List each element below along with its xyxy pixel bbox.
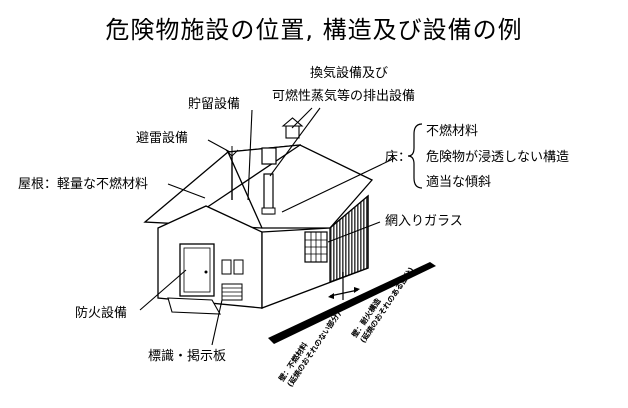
wired-glass-window: [304, 231, 328, 263]
door-step: [167, 297, 221, 315]
roof-ridge: [205, 144, 301, 209]
leader-lightning: [207, 139, 231, 153]
storage-equipment-label: 貯留設備: [188, 97, 241, 112]
ground-strip: [268, 262, 436, 344]
leader-storage: [247, 109, 253, 201]
ventilation-label-line2: 可燃性蒸気等の排出設備: [272, 89, 416, 104]
wall-boundary-marker: [328, 272, 360, 300]
roof-label: 屋根：軽量な不燃材料: [18, 177, 149, 192]
ventilation-label-line1: 換気設備及び: [310, 66, 389, 81]
fire-equipment-label: 防火設備: [75, 306, 128, 321]
lightning-rod: [225, 146, 239, 200]
leader-glass: [327, 221, 381, 243]
wired-glass-label: 網入りガラス: [385, 214, 463, 229]
floor-item-3: 適当な傾斜: [426, 175, 492, 190]
leader-ventilation-1: [291, 107, 313, 129]
exhaust-pipe: [261, 173, 276, 215]
leader-fire: [139, 269, 187, 311]
leader-lines: [139, 107, 396, 346]
front-window-1: [221, 259, 232, 275]
page-title: 危険物施設の位置, 構造及び設備の例: [105, 16, 523, 44]
ventilator-cap: [281, 117, 304, 139]
front-window-2: [233, 259, 244, 275]
vent-grill: [221, 283, 243, 301]
floor-heading-label: 床：: [385, 150, 412, 165]
fire-door: [179, 243, 215, 297]
leader-floor: [281, 157, 396, 213]
fire-resistant-wall: [329, 194, 369, 283]
sign-board-label: 標識・掲示板: [148, 349, 227, 364]
leader-roof: [167, 183, 206, 199]
lightning-equipment-label: 避雷設備: [136, 131, 189, 146]
floor-item-2: 危険物が浸透しない構造: [426, 150, 570, 165]
floor-item-1: 不燃材料: [426, 124, 479, 139]
floor-brace: [407, 123, 423, 189]
leader-sign: [211, 299, 223, 346]
leader-ventilation-2: [269, 107, 321, 177]
ventilation-chimney: [261, 147, 277, 165]
